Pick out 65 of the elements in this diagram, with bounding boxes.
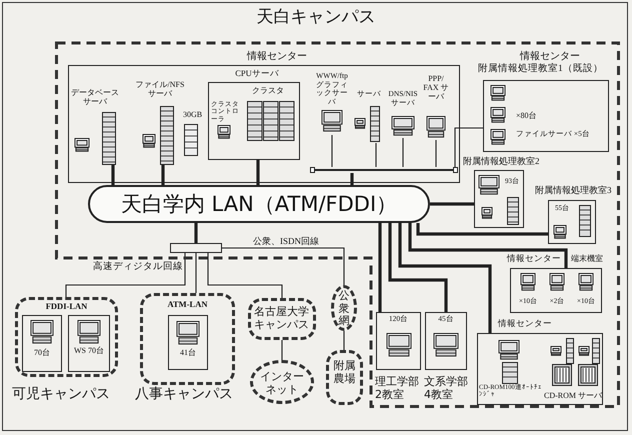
campus-label: 八事キャンパス <box>135 386 234 402</box>
device-label: CD-ROM サーバ <box>542 391 603 400</box>
router-box <box>170 243 222 253</box>
room-box <box>22 315 62 372</box>
connector-line <box>331 135 333 167</box>
connector-line <box>454 127 483 167</box>
count-label: ×80台 <box>516 111 538 120</box>
campus-area <box>248 298 316 340</box>
connector-line <box>350 173 354 185</box>
connector-line <box>195 253 197 293</box>
connector-line <box>281 340 283 360</box>
connector-line <box>408 223 568 268</box>
site-label: 名古屋大学キャンパス <box>253 306 310 332</box>
section-heading: 情報センター <box>520 51 581 62</box>
room-heading: 附属情報処理教室1（既設） <box>478 64 604 75</box>
network-cloud <box>331 285 357 331</box>
site-label: 附属農場 <box>332 360 356 386</box>
lan-label: ATM-LAN <box>166 300 208 310</box>
connector-line <box>65 253 186 297</box>
connector-line <box>375 143 377 167</box>
server-label: クラスタ <box>251 86 285 96</box>
section-heading: 情報センター <box>498 319 553 329</box>
connector-line <box>111 165 115 185</box>
building-label: 理工学部2教室 <box>375 376 420 402</box>
building-label: 文系学部4教室 <box>424 376 469 402</box>
connector-line <box>430 202 474 206</box>
connector-line <box>161 165 165 185</box>
campus-label: 可児キャンパス <box>12 386 111 402</box>
bus-line <box>310 167 458 173</box>
lan-label: FDDI-LAN <box>44 302 88 312</box>
room-heading: 附属情報処理教室2 <box>463 156 540 166</box>
section-heading: 情報センター <box>247 51 308 62</box>
count-label: 41台 <box>179 348 197 358</box>
room-box <box>168 315 208 370</box>
connector-line <box>378 223 382 312</box>
section-heading: CPUサーバ <box>234 69 280 79</box>
room-heading: 端末機室 <box>571 254 604 264</box>
lan-label: 天白学内 LAN（ATM/FDDI） <box>120 192 398 216</box>
server-label: PPP/ FAX サーバ <box>422 74 450 102</box>
campus-title: 天白キャンパス <box>256 8 376 28</box>
edge-label: 高速ディジタル回線 <box>92 262 184 273</box>
server-label: ファイル/NFS サーバ <box>134 80 186 98</box>
connector-line <box>207 253 283 298</box>
connector-line <box>402 138 404 167</box>
connector-line <box>398 223 492 333</box>
connector-line <box>222 247 345 285</box>
connector-line <box>194 223 198 243</box>
capacity-label: 30GB <box>183 110 204 120</box>
connector-line <box>256 160 260 185</box>
server-label: データベースサーバ <box>70 88 120 106</box>
count-label: 70台 <box>33 348 51 358</box>
campus-area <box>326 350 363 405</box>
edge-label: 公衆、ISDN回線 <box>252 236 320 246</box>
connector-line <box>388 223 448 312</box>
connector-line <box>343 331 345 350</box>
network-label: インターネット <box>260 371 304 396</box>
count-label: WS 70台 <box>73 346 105 356</box>
network-cloud <box>250 360 314 404</box>
network-label: 公衆網 <box>338 290 350 328</box>
connector-line <box>416 223 548 236</box>
room-box <box>68 315 110 372</box>
lan-bar <box>88 185 430 223</box>
connector-line <box>435 140 437 167</box>
section-heading: 情報センター <box>507 254 562 264</box>
room-heading: 附属情報処理教室3 <box>535 185 612 196</box>
